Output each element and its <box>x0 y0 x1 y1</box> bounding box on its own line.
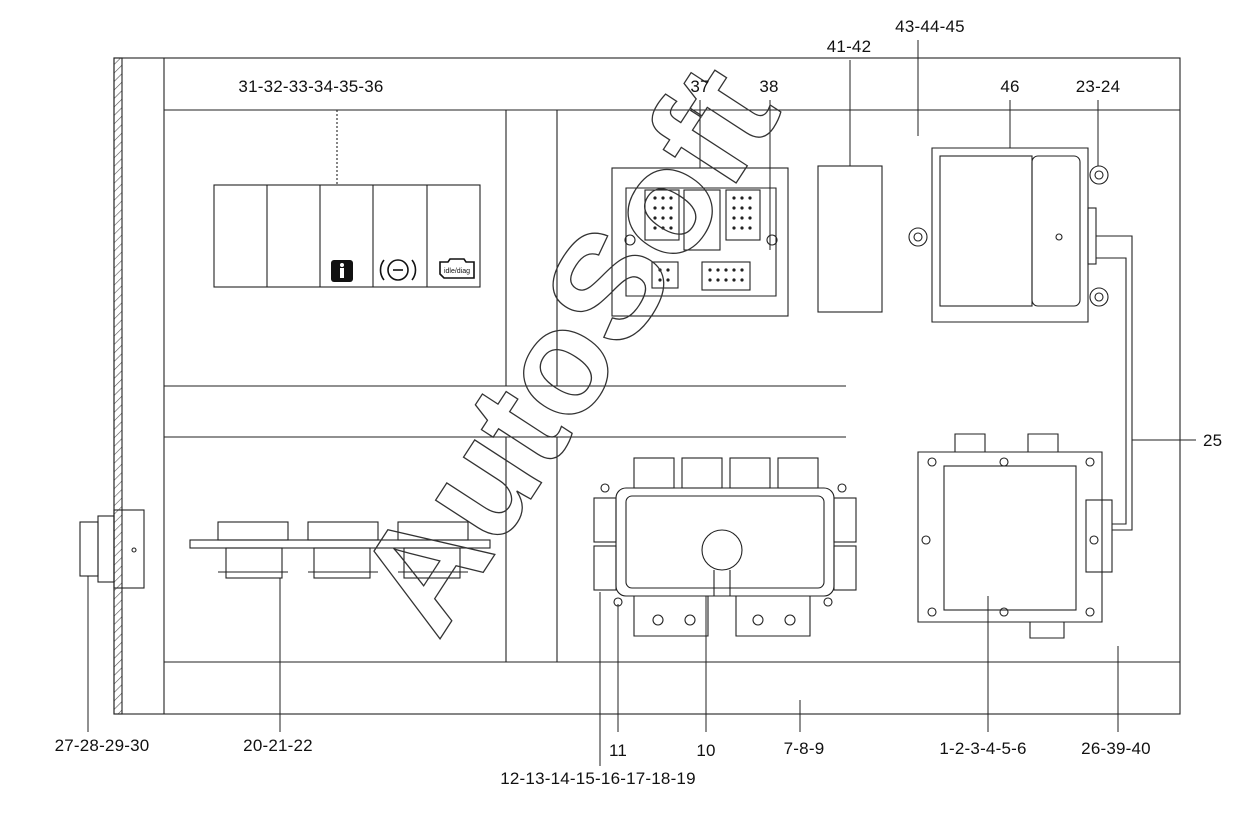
brake-warning-icon <box>379 259 417 281</box>
callout-41-42: 41-42 <box>826 37 872 56</box>
connectors-20-22 <box>189 521 491 579</box>
info-icon <box>331 260 353 282</box>
callout-10: 10 <box>696 741 716 760</box>
watermark: AutoSoft <box>324 37 810 659</box>
wire-harness-25 <box>1096 235 1133 531</box>
callout-7-9: 7-8-9 <box>783 739 825 758</box>
callout-38: 38 <box>759 77 779 96</box>
module-41-42 <box>817 165 883 313</box>
callout-23-24: 23-24 <box>1075 77 1121 96</box>
callout-25: 25 <box>1203 431 1223 450</box>
callout-12-19: 12-13-14-15-16-17-18-19 <box>500 769 696 788</box>
callout-20-22: 20-21-22 <box>243 736 313 755</box>
callout-1-6: 1-2-3-4-5-6 <box>939 739 1027 758</box>
callout-46: 46 <box>1000 77 1020 96</box>
leader-lines <box>87 40 1196 766</box>
callout-31-36: 31-32-33-34-35-36 <box>238 77 384 96</box>
control-unit-46 <box>908 147 1109 323</box>
engine-diagnostic-icon: idle/diag <box>439 258 475 279</box>
callout-43-45: 43-44-45 <box>895 17 965 36</box>
callout-37: 37 <box>690 77 710 96</box>
indicator-lamp-panel <box>213 110 481 288</box>
callout-27-30: 27-28-29-30 <box>54 736 150 755</box>
bulkhead-connector-27-30 <box>79 509 145 589</box>
module-1-6 <box>917 433 1113 639</box>
callout-11: 11 <box>608 741 628 760</box>
control-unit-10-19 <box>593 457 857 637</box>
panel-hatched-edge <box>113 57 123 715</box>
svg-text:idle/diag: idle/diag <box>444 268 470 275</box>
callout-26-40: 26-39-40 <box>1081 739 1151 758</box>
